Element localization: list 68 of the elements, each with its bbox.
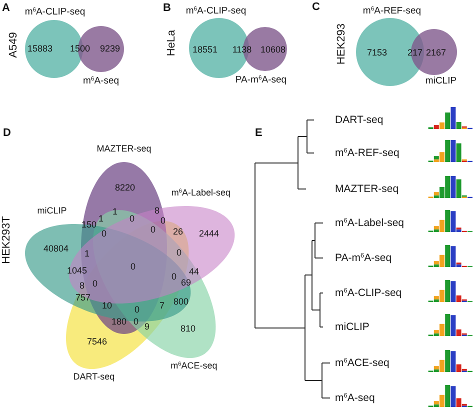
panel-letter: B <box>163 3 171 14</box>
set-name-label: m$^{6}$A-Label-seq <box>171 188 231 198</box>
cell-line-label: HEK293T <box>2 216 12 264</box>
overlap-count: 0 <box>102 230 106 238</box>
overlap-count: 150 <box>81 220 97 230</box>
cell-line-label: HEK293 <box>336 24 348 64</box>
set-name-label: MAZTER-seq <box>96 144 152 154</box>
overlap-count: 0 <box>134 318 138 326</box>
set-count: 810 <box>180 324 196 334</box>
set-name-label: m$^{6}$A-seq <box>82 76 120 86</box>
method-label: m$^{6}$A-REF-seq <box>335 148 400 158</box>
overlap-count: 44 <box>189 268 199 276</box>
cell-line-label: A549 <box>8 32 20 58</box>
method-label: m$^{6}$A-CLIP-seq <box>335 288 402 298</box>
overlap-count: 757 <box>75 294 91 302</box>
method-label: m$^{6}$A-seq <box>335 392 375 404</box>
overlap-count: 180 <box>111 318 127 326</box>
set-name-label: m$^{6}$A-REF-seq <box>362 6 422 16</box>
set-count: 15883 <box>27 44 53 54</box>
set-count: 9239 <box>100 44 120 54</box>
overlap-count: 0 <box>92 280 98 288</box>
overlap-count: 800 <box>173 298 189 306</box>
set-name-label: PA-m$^{6}$A-seq <box>235 75 287 85</box>
set-count: 8220 <box>114 183 135 192</box>
set-name-label: m$^{6}$A-CLIP-seq <box>24 7 86 17</box>
method-label: DART-seq <box>335 114 384 126</box>
overlap-count: 1 <box>84 250 90 258</box>
overlap-count: 1 <box>112 208 118 216</box>
panel-letter: C <box>312 2 320 13</box>
method-label: MAZTER-seq <box>335 184 399 194</box>
overlap-count: 0 <box>172 272 176 282</box>
panel-letter: E <box>255 128 262 139</box>
overlap-count: 0 <box>130 262 136 272</box>
set-name-label: m$^{6}$ACE-seq <box>170 361 218 370</box>
overlap-count: 1 <box>98 214 104 224</box>
overlap-count: 1045 <box>66 266 88 276</box>
overlap-count: 9 <box>144 322 150 332</box>
panel-letter: A <box>2 3 10 14</box>
method-label: miCLIP <box>335 322 370 332</box>
set-count: 2444 <box>198 229 219 238</box>
set-name-label: DART-seq <box>73 372 115 382</box>
overlap-count: 1500 <box>70 44 90 54</box>
cell-line-label: HeLa <box>166 30 178 56</box>
overlap-count: 7 <box>160 302 164 310</box>
overlap-count: 0 <box>130 214 134 224</box>
overlap-count: 10 <box>102 302 112 310</box>
set-count: 2167 <box>426 48 446 58</box>
set-count: 10608 <box>260 46 286 54</box>
overlap-count: 0 <box>134 306 140 314</box>
set-count: 18551 <box>192 46 218 54</box>
method-label: PA-m$^{6}$A-seq <box>335 252 392 264</box>
overlap-count: 0 <box>160 216 166 226</box>
set-name-label: miCLIP <box>37 206 67 216</box>
panel-letter: D <box>3 128 11 139</box>
set-count: 7153 <box>366 48 388 58</box>
overlap-count: 69 <box>181 278 191 288</box>
method-label: m$^{6}$A-Label-seq <box>335 218 404 228</box>
overlap-count: 26 <box>173 228 183 236</box>
overlap-count: 8 <box>80 282 84 290</box>
overlap-count: 1138 <box>232 46 252 54</box>
overlap-count: 8 <box>154 206 160 216</box>
overlap-count: 0 <box>150 226 156 234</box>
set-count: 40804 <box>43 244 68 254</box>
method-label: m$^{6}$ACE-seq <box>335 358 390 368</box>
set-name-label: miCLIP <box>425 76 457 86</box>
set-count: 7546 <box>86 337 107 346</box>
set-name-label: m$^{6}$A-CLIP-seq <box>186 6 246 16</box>
overlap-count: 0 <box>176 248 182 258</box>
